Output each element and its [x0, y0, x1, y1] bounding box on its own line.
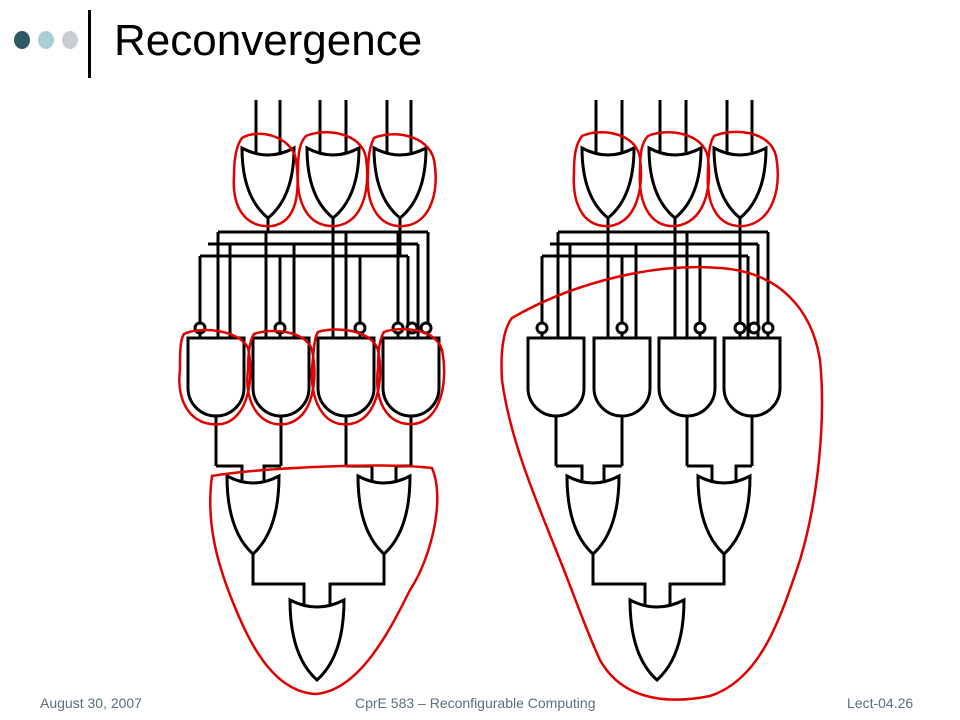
or-gate [225, 473, 281, 557]
wire [734, 464, 752, 480]
cluster-outline [246, 329, 316, 426]
and-gate [186, 336, 246, 418]
and-gate [526, 336, 586, 418]
or-gate [628, 597, 686, 683]
wire [556, 464, 584, 480]
inverter-bubble [733, 321, 747, 335]
circuits [186, 100, 782, 683]
inverter-bubble [535, 321, 549, 335]
or-gate [647, 145, 703, 220]
cluster-outline [366, 133, 437, 228]
wire [216, 464, 244, 480]
footer-lecture: Lect-04.26 [847, 695, 914, 711]
inverter-bubble [761, 321, 775, 335]
cluster-outline [706, 130, 779, 228]
cluster-outline [178, 328, 252, 426]
wire [262, 464, 281, 480]
wire [687, 464, 714, 480]
and-gate [316, 336, 376, 418]
footer-course: CprE 583 – Reconfigurable Computing [355, 695, 596, 711]
cluster-outline [232, 132, 299, 228]
dot-light [38, 31, 54, 49]
and-gate [592, 336, 652, 418]
or-gate [565, 473, 621, 557]
cluster-outline [376, 327, 446, 426]
cluster-outline [572, 131, 643, 228]
or-gate [696, 473, 752, 557]
inverter-bubble [747, 321, 761, 335]
slide-bullet-dots [14, 31, 86, 51]
clusters [178, 130, 824, 701]
and-gate [722, 336, 782, 418]
or-gate [356, 473, 412, 557]
and-gate [251, 336, 311, 418]
or-gate [305, 145, 361, 220]
wire [251, 554, 306, 606]
or-gate [580, 145, 636, 220]
page-title: Reconvergence [114, 16, 423, 65]
cluster-outline [209, 464, 439, 696]
wire [602, 464, 622, 480]
or-gate [288, 597, 346, 683]
wire [591, 554, 647, 606]
and-gate [381, 336, 441, 418]
cluster-outline [638, 131, 711, 228]
footer-date: August 30, 2007 [40, 695, 142, 711]
or-gate [372, 145, 428, 220]
cluster-outline [310, 328, 382, 426]
cluster-outline [296, 131, 369, 228]
or-gate [240, 145, 296, 220]
inverter-bubble [693, 321, 707, 335]
inverter-bubble [615, 321, 629, 335]
and-gate [657, 336, 717, 418]
dot-grey [62, 31, 78, 49]
cluster-outline [500, 265, 824, 701]
title-divider [88, 10, 91, 78]
dot-dark [14, 31, 30, 49]
or-gate [712, 145, 768, 220]
wire [328, 554, 386, 606]
wire [668, 554, 726, 606]
